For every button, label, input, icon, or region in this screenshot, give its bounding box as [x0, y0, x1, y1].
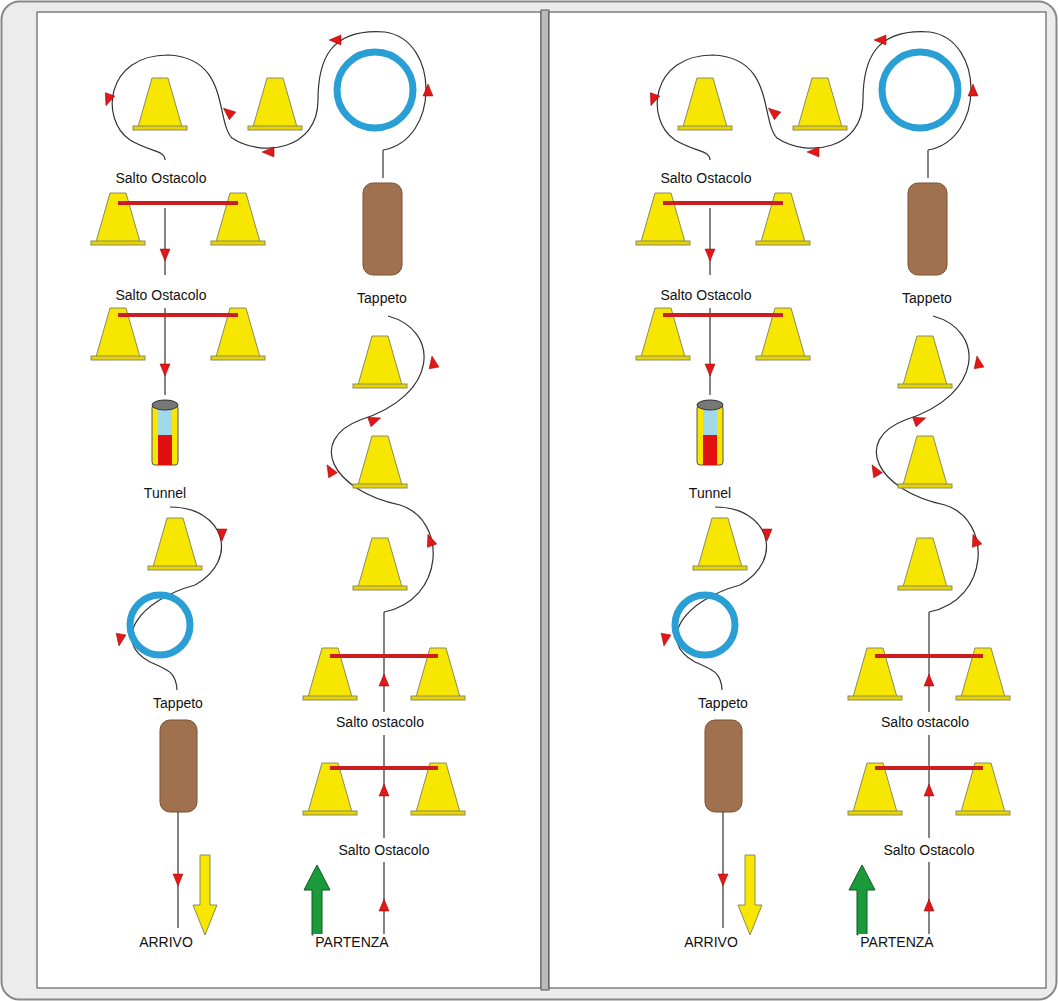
divider	[541, 10, 549, 990]
route-line	[112, 32, 426, 160]
obstacle-label: PARTENZA	[858, 934, 935, 950]
obstacle-label: ARRIVO	[137, 934, 195, 950]
panel	[549, 12, 1046, 988]
obstacle-label: Tappeto	[355, 290, 409, 306]
obstacle-label: Tappeto	[151, 695, 205, 711]
obstacle-label: Salto Ostacolo	[658, 170, 753, 186]
obstacle-label: Tappeto	[900, 290, 954, 306]
obstacle-label: ARRIVO	[682, 934, 740, 950]
obstacle-label: Salto Ostacolo	[113, 287, 208, 303]
obstacle-label: Tunnel	[687, 485, 733, 501]
obstacle-label: Salto Ostacolo	[658, 287, 753, 303]
obstacle-label: Salto ostacolo	[879, 714, 971, 730]
obstacle-label: Salto Ostacolo	[881, 842, 976, 858]
obstacle-label: Salto ostacolo	[334, 714, 426, 730]
obstacle-label: PARTENZA	[313, 934, 390, 950]
obstacle-label: Salto Ostacolo	[336, 842, 431, 858]
obstacle-label: Salto Ostacolo	[113, 170, 208, 186]
course-drawing	[636, 32, 1010, 935]
obstacle-label: Tappeto	[696, 695, 750, 711]
course-drawing	[91, 32, 465, 935]
obstacle-label: Tunnel	[142, 485, 188, 501]
panel	[37, 12, 541, 988]
